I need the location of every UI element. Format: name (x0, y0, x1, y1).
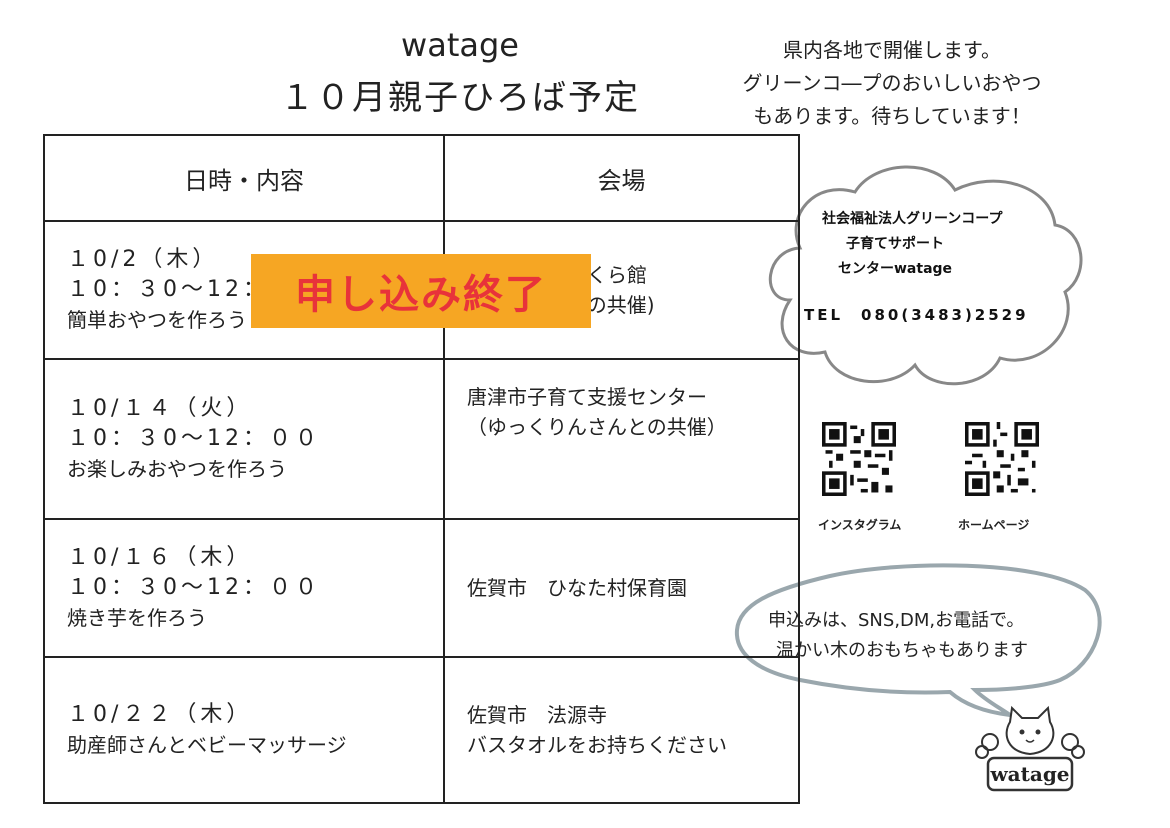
table-row: １0/１６（木） １0：３0～12：００ 焼き芋を作ろう 佐賀市 ひなた村保育園 (43, 518, 800, 658)
cloud-shape (768, 165, 1083, 386)
schedule-table: 日時・内容 会場 １0/2（木） １0：３0～12：00 簡単おやつを作ろう さ… (43, 134, 800, 804)
intro-line: もあります。待ちしています！ (753, 104, 1031, 128)
bubble-line: 温かい木のおもちゃもあります (776, 640, 1028, 661)
venue-line: （ゆっくりんさんとの共催） (467, 415, 727, 439)
event-date: １0/２２（木） (67, 702, 253, 727)
intro-text: 県内各地で開催します。 グリーンコ―プのおいしいおやつ もあります。待ちしていま… (712, 34, 1072, 133)
event-content: 助産師さんとベビーマッサージ (67, 733, 347, 757)
bubble-line: 申込みは、SNS,DM,お電話で。 (768, 610, 1025, 631)
page-title-line2: １０月親子ひろば予定 (280, 78, 640, 118)
venue-line: 唐津市子育て支援センター (467, 385, 707, 409)
event-date: １0/１６（木） (67, 545, 253, 570)
event-time: １0：３0～12：００ (67, 426, 321, 451)
cat-mascot-icon (975, 705, 1085, 792)
datetime-cell: １0/１４（火） １0：３0～12：００ お楽しみおやつを作ろう (43, 358, 445, 520)
venue-cell: 唐津市子育て支援センター （ゆっくりんさんとの共催） (443, 358, 800, 520)
event-date: １0/2（木） (67, 247, 219, 272)
qr-label-homepage: ホームページ (958, 518, 1030, 532)
event-content: 焼き芋を作ろう (67, 606, 207, 630)
qr-code-icon[interactable] (965, 422, 1039, 496)
datetime-cell: １0/１６（木） １0：３0～12：００ 焼き芋を作ろう (43, 518, 445, 658)
closed-stamp: 申し込み終了 (251, 254, 591, 328)
org-name-line1: 社会福祉法人グリーンコープ (822, 211, 1003, 227)
header-datetime: 日時・内容 (43, 134, 445, 222)
venue-line: 佐賀市 法源寺 (467, 703, 607, 727)
logo-text: watage (989, 762, 1069, 786)
event-content: 簡単おやつを作ろう (67, 308, 247, 332)
qr-code-icon[interactable] (822, 422, 896, 496)
page-title-line1: watage (401, 26, 519, 64)
venue-cell: 佐賀市 法源寺 バスタオルをお持ちください (443, 656, 800, 804)
table-row: １0/２２（木） 助産師さんとベビーマッサージ 佐賀市 法源寺 バスタオルをお持… (43, 656, 800, 804)
event-content: お楽しみおやつを作ろう (67, 457, 287, 481)
venue-cell: さくら館 との共催) (443, 220, 800, 360)
table-row: １0/１４（火） １0：３0～12：００ お楽しみおやつを作ろう 唐津市子育て支… (43, 358, 800, 520)
event-date: １0/１４（火） (67, 396, 253, 421)
venue-line: バスタオルをお持ちください (467, 733, 727, 757)
datetime-cell: １0/２２（木） 助産師さんとベビーマッサージ (43, 656, 445, 804)
org-name-line2: 子育てサポート (846, 236, 944, 252)
qr-label-instagram: インスタグラム (818, 518, 902, 532)
logo: watage (989, 762, 1069, 786)
venue-line: 佐賀市 ひなた村保育園 (467, 576, 687, 600)
header-venue: 会場 (443, 134, 800, 222)
intro-line: 県内各地で開催します。 (783, 38, 1001, 62)
intro-line: グリーンコ―プのおいしいおやつ (742, 71, 1042, 95)
phone-number: TEL 080(3483)2529 (804, 306, 1029, 324)
event-time: １0：３0～12：００ (67, 575, 321, 600)
table-header-row: 日時・内容 会場 (43, 134, 800, 222)
venue-cell: 佐賀市 ひなた村保育園 (443, 518, 800, 658)
org-name-line3: センターwatage (838, 261, 953, 277)
